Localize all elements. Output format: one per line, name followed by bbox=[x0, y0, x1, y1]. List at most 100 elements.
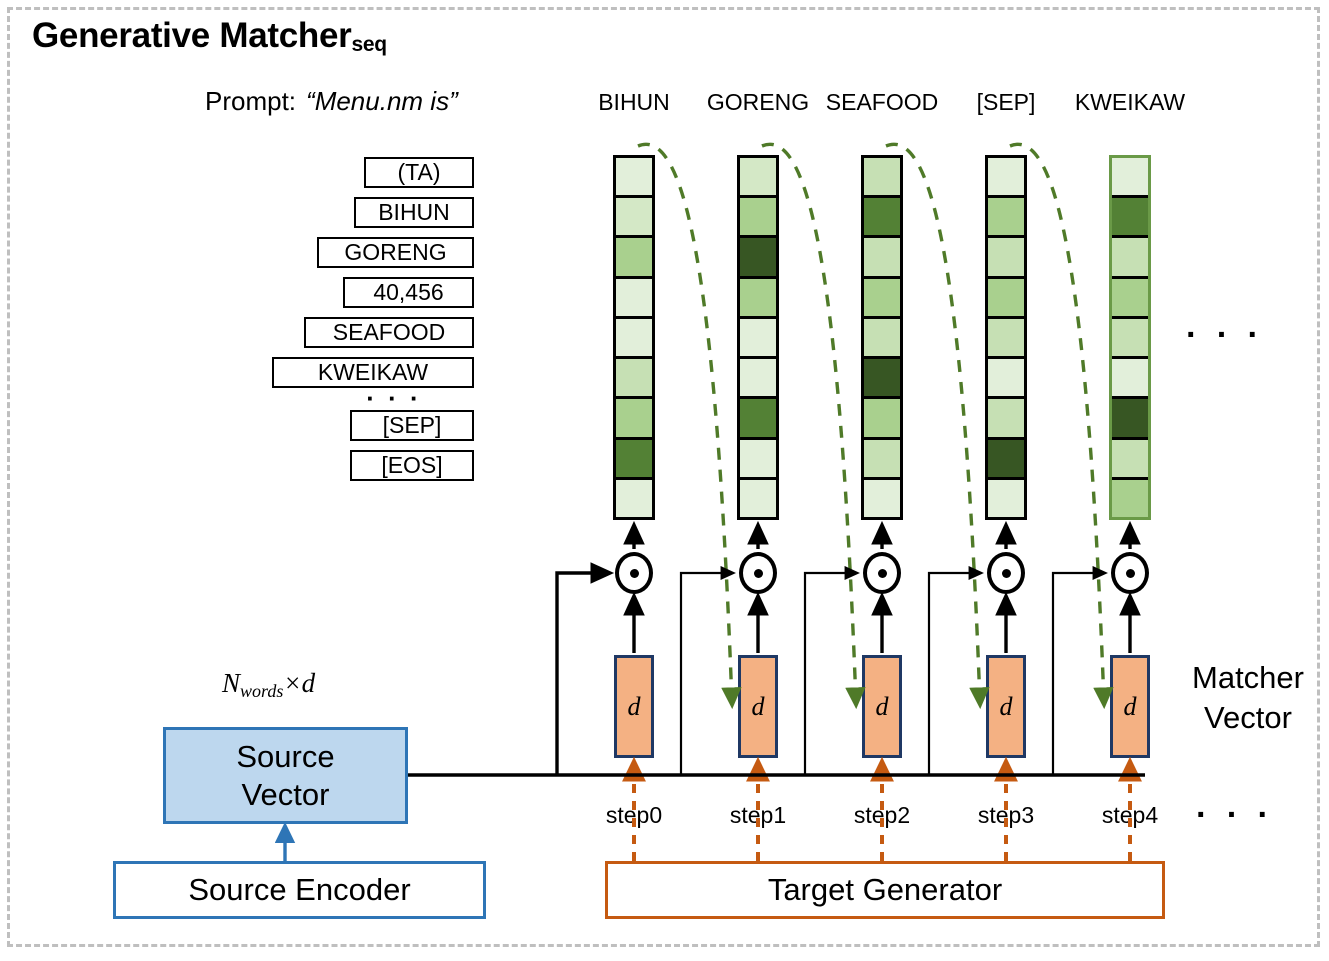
heatmap-cell bbox=[740, 158, 776, 199]
operator-dot-icon bbox=[1125, 568, 1135, 578]
source-encoder-box[interactable]: Source Encoder bbox=[113, 861, 486, 919]
dot-product-operator-4 bbox=[1111, 552, 1149, 594]
target-embedding-box-3[interactable]: d bbox=[986, 655, 1026, 758]
operator-dot-icon bbox=[753, 568, 763, 578]
step-label-4: step4 bbox=[1101, 802, 1159, 828]
nwords-N: N bbox=[222, 668, 241, 698]
matcher-vector-line1: Matcher bbox=[1192, 660, 1304, 695]
heatmap-cell bbox=[988, 439, 1024, 480]
step-label-2: step2 bbox=[853, 802, 911, 828]
heatmap-cell bbox=[1112, 318, 1148, 360]
heatmap-cell bbox=[864, 399, 900, 440]
vocab-box[interactable]: 40,456 bbox=[343, 277, 474, 308]
heatmap-cell bbox=[616, 359, 652, 400]
heatmap-column-4 bbox=[1109, 155, 1151, 520]
vocab-label: [SEP] bbox=[382, 412, 442, 438]
page-title: Generative Matcherseq bbox=[32, 16, 387, 57]
nwords-tail: ×d bbox=[283, 668, 316, 698]
heatmap-cell bbox=[740, 198, 776, 239]
step-label-0: step0 bbox=[605, 802, 663, 828]
vocab-box[interactable]: GORENG bbox=[317, 237, 474, 268]
heatmap-cell bbox=[616, 278, 652, 319]
heatmap-cell bbox=[616, 238, 652, 279]
heatmap-cell bbox=[616, 399, 652, 440]
vocab-label: [EOS] bbox=[381, 452, 443, 478]
heatmap-column-0 bbox=[613, 155, 655, 520]
heatmap-cell bbox=[864, 238, 900, 279]
vocab-label: GORENG bbox=[344, 239, 447, 265]
title-main: Generative Matcher bbox=[32, 16, 352, 55]
outer-dashed-frame bbox=[7, 7, 1320, 947]
target-embedding-box-4[interactable]: d bbox=[1110, 655, 1150, 758]
vocab-box[interactable]: (TA) bbox=[364, 157, 474, 188]
target-generator-label: Target Generator bbox=[767, 872, 1003, 907]
d-label: d bbox=[627, 691, 641, 721]
prompt-value: “Menu.nm is” bbox=[306, 86, 458, 116]
heatmap-cell bbox=[988, 238, 1024, 279]
heatmap-cell bbox=[1112, 399, 1148, 440]
dot-product-operator-2 bbox=[863, 552, 901, 594]
d-label: d bbox=[875, 691, 889, 721]
heatmap-cell bbox=[740, 399, 776, 440]
vocab-box[interactable]: SEAFOOD bbox=[304, 317, 474, 348]
vocab-box[interactable]: [SEP] bbox=[350, 410, 474, 441]
heatmap-cell bbox=[740, 359, 776, 400]
vocab-label: BIHUN bbox=[378, 199, 450, 225]
vocab-box[interactable]: [EOS] bbox=[350, 450, 474, 481]
heatmap-cell bbox=[1112, 238, 1148, 279]
heatmap-cell bbox=[616, 318, 652, 360]
heatmap-cell bbox=[1112, 439, 1148, 480]
heatmap-cell bbox=[988, 198, 1024, 239]
target-embedding-box-1[interactable]: d bbox=[738, 655, 778, 758]
target-embedding-box-2[interactable]: d bbox=[862, 655, 902, 758]
dot-product-operator-3 bbox=[987, 552, 1025, 594]
heatmap-cell bbox=[616, 439, 652, 480]
prompt-label: Prompt: bbox=[205, 86, 297, 116]
matcher-vector-line2: Vector bbox=[1204, 700, 1292, 735]
vocab-box[interactable]: KWEIKAW bbox=[272, 357, 474, 388]
vocab-label: (TA) bbox=[397, 159, 441, 185]
heatmap-cell bbox=[616, 198, 652, 239]
d-label: d bbox=[999, 691, 1013, 721]
heatmap-cell bbox=[864, 359, 900, 400]
heatmap-cell bbox=[1112, 158, 1148, 199]
nwords-dimension-label: Nwords×d bbox=[222, 668, 315, 702]
heatmap-cell bbox=[988, 359, 1024, 400]
nwords-subscript: words bbox=[240, 681, 284, 701]
operator-dot-icon bbox=[877, 568, 887, 578]
column-label-1: GORENG bbox=[706, 89, 810, 115]
heatmap-cell bbox=[740, 479, 776, 517]
vocab-label: KWEIKAW bbox=[317, 359, 429, 385]
source-encoder-label: Source Encoder bbox=[188, 872, 411, 907]
heatmap-cell bbox=[864, 158, 900, 199]
source-vector-box[interactable]: Source Vector bbox=[163, 727, 408, 824]
column-label-4: KWEIKAW bbox=[1074, 89, 1186, 115]
operator-dot-icon bbox=[1001, 568, 1011, 578]
heatmap-cell bbox=[864, 198, 900, 239]
step-label-1: step1 bbox=[729, 802, 787, 828]
vocab-label: SEAFOOD bbox=[332, 319, 446, 345]
heatmap-cell bbox=[988, 278, 1024, 319]
heatmap-ellipsis: · · · bbox=[1186, 316, 1264, 354]
target-generator-box[interactable]: Target Generator bbox=[605, 861, 1165, 919]
column-label-2: SEAFOOD bbox=[825, 89, 939, 115]
heatmap-column-2 bbox=[861, 155, 903, 520]
vocab-ellipsis: · · · bbox=[366, 383, 422, 413]
heatmap-cell bbox=[988, 479, 1024, 517]
dot-product-operator-1 bbox=[739, 552, 777, 594]
heatmap-cell bbox=[1112, 198, 1148, 239]
column-label-0: BIHUN bbox=[598, 89, 670, 115]
heatmap-cell bbox=[740, 318, 776, 360]
source-vector-line1: Source bbox=[236, 738, 335, 774]
title-subscript: seq bbox=[351, 33, 387, 56]
heatmap-cell bbox=[616, 158, 652, 199]
prompt-row: Prompt: “Menu.nm is” bbox=[205, 86, 458, 117]
heatmap-cell bbox=[740, 278, 776, 319]
step-label-3: step3 bbox=[977, 802, 1035, 828]
vocab-box[interactable]: BIHUN bbox=[354, 197, 474, 228]
heatmap-cell bbox=[1112, 359, 1148, 400]
target-embedding-box-0[interactable]: d bbox=[614, 655, 654, 758]
dot-product-operator-0 bbox=[615, 552, 653, 594]
heatmap-cell bbox=[988, 399, 1024, 440]
